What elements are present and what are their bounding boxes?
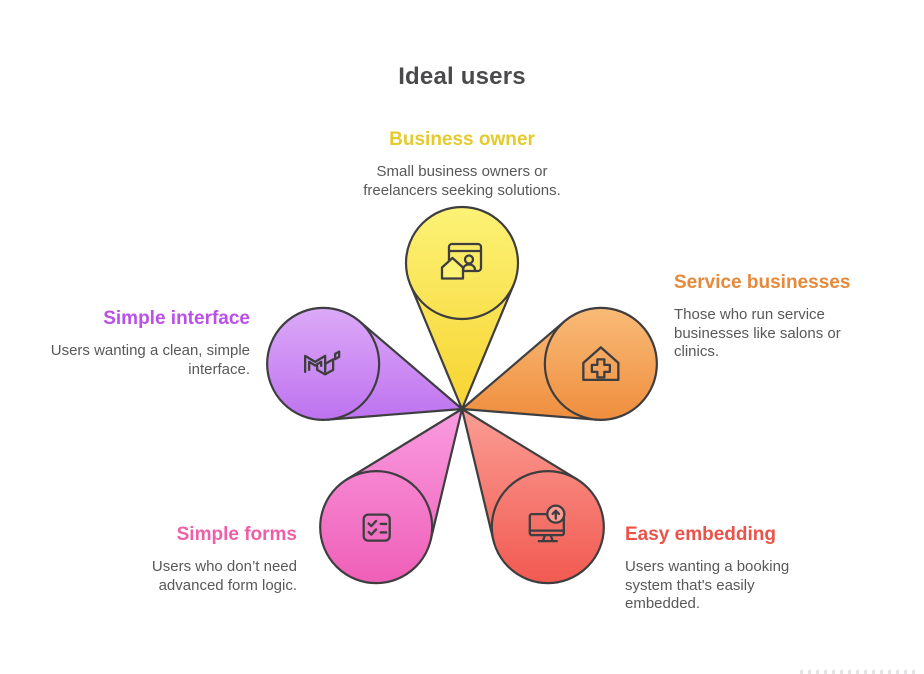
petal-business-owner <box>404 205 520 411</box>
checklist-icon <box>362 513 391 542</box>
petal-circle-business-owner <box>404 205 520 321</box>
monitor-upload-icon <box>528 504 566 543</box>
petal-label: Simple interface <box>103 308 250 329</box>
petal-service-businesses <box>460 306 658 421</box>
petal-simple-interface <box>266 306 464 421</box>
petal-label: Service businesses <box>674 272 851 293</box>
petal-text-easy-embedding: Easy embedding Users wanting a booking s… <box>625 524 805 614</box>
petal-simple-forms <box>319 407 464 585</box>
petal-circle-service-businesses <box>543 306 658 421</box>
petal-label: Simple forms <box>176 524 297 545</box>
petal-text-simple-forms: Simple forms Users who don’t need advanc… <box>117 524 297 595</box>
petal-text-service-businesses: Service businesses Those who run service… <box>674 272 864 362</box>
browser-user-house-icon <box>440 242 483 280</box>
petal-label: Easy embedding <box>625 524 776 545</box>
petal-description: Small business owners or freelancers see… <box>363 163 561 199</box>
petal-label: Business owner <box>389 129 535 150</box>
petal-circle-easy-embedding <box>490 470 605 585</box>
petal-text-business-owner: Business owner Small business owners or … <box>312 129 612 200</box>
page-title: Ideal users <box>398 63 526 91</box>
petal-circle-simple-interface <box>266 306 381 421</box>
petal-circle-simple-forms <box>319 470 434 585</box>
watermark-fragment <box>800 670 918 674</box>
petal-description: Users wanting a clean, simple interface. <box>50 342 250 378</box>
mui-logo-icon <box>303 350 341 376</box>
house-medical-icon <box>582 346 620 382</box>
petal-description: Users who don’t need advanced form logic… <box>151 558 297 594</box>
petal-text-simple-interface: Simple interface Users wanting a clean, … <box>30 308 250 379</box>
petal-description: Users wanting a booking system that's ea… <box>625 558 790 612</box>
petal-description: Those who run service businesses like sa… <box>674 306 841 360</box>
petal-easy-embedding <box>460 407 605 585</box>
